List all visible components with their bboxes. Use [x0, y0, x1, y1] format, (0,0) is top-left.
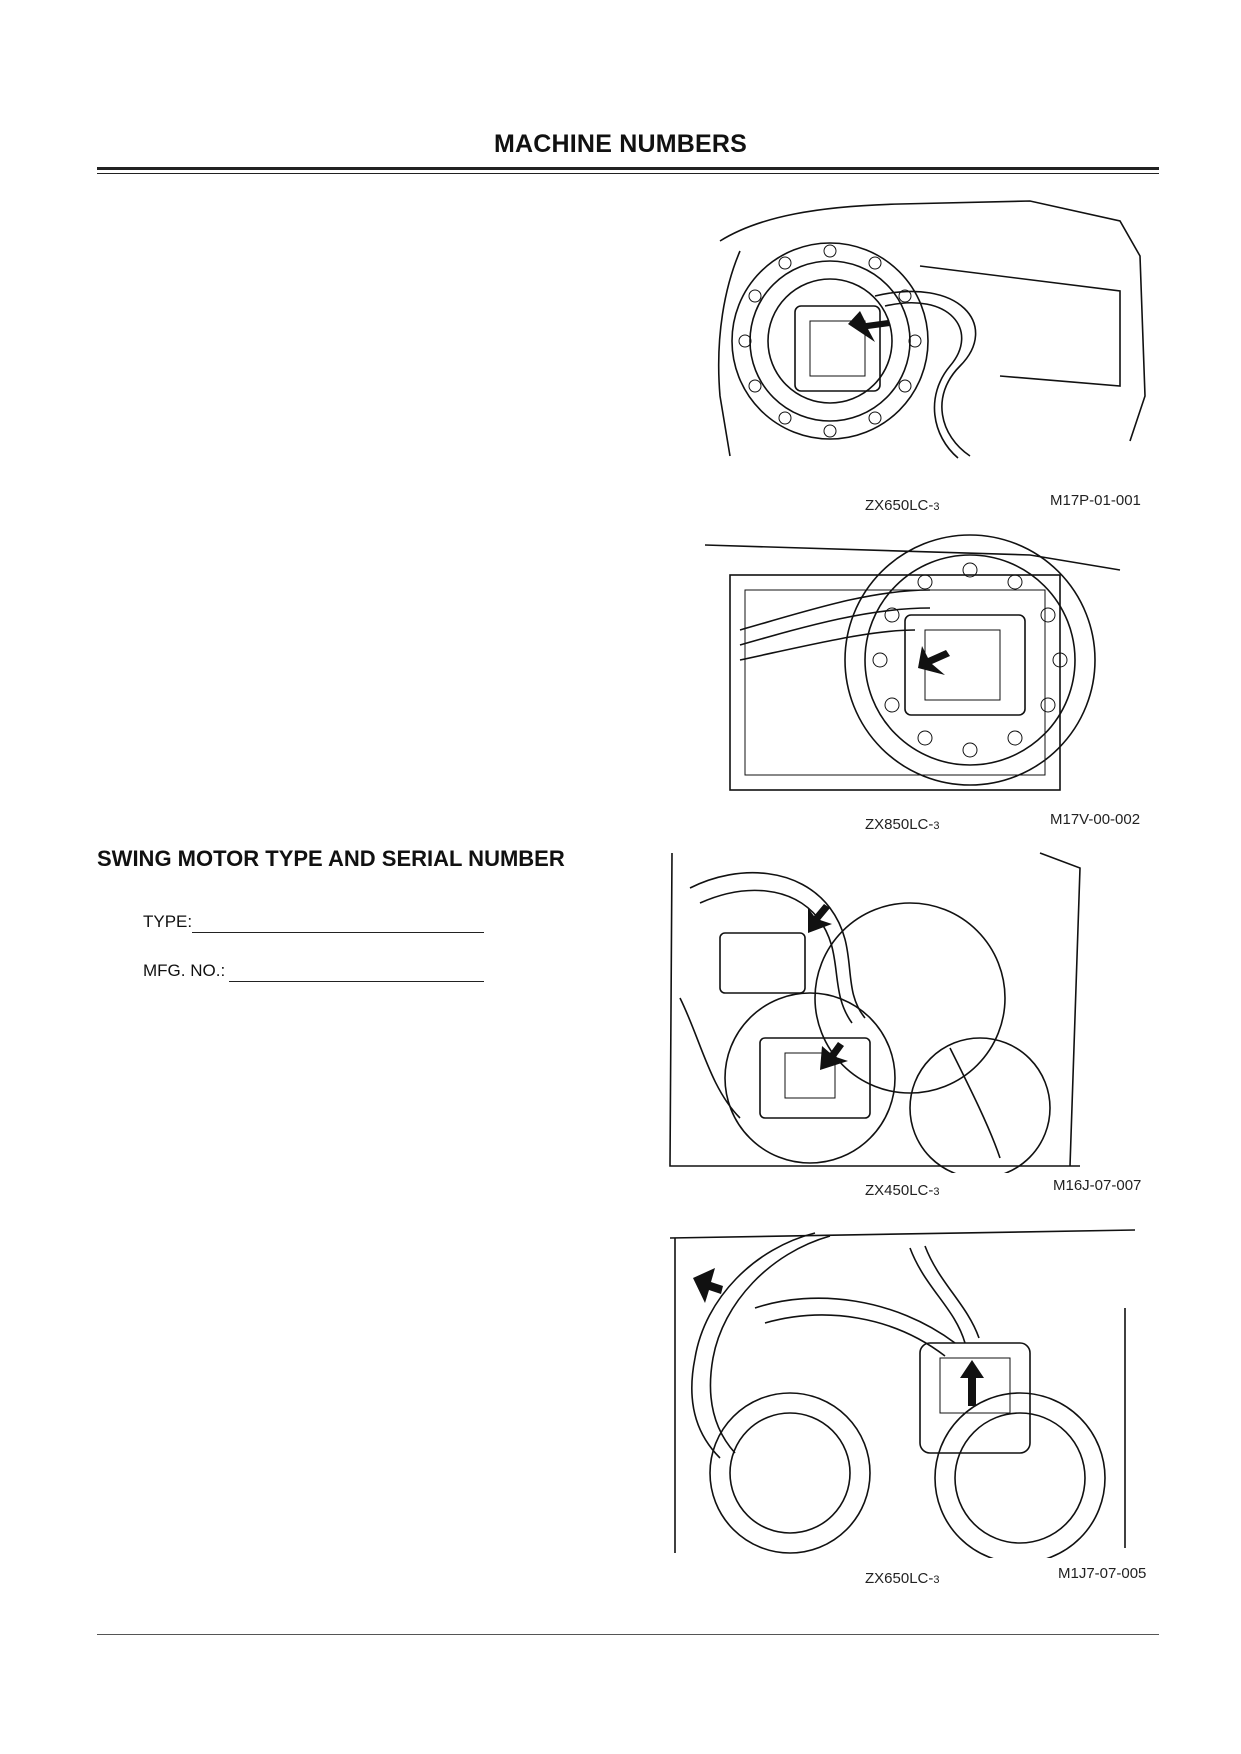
figure-4-code: M1J7-07-005	[1058, 1565, 1147, 1582]
swing-motor-illustration	[669, 852, 1081, 1173]
mfg-no-field-line	[229, 981, 484, 982]
header-rule	[97, 167, 1159, 170]
swing-motor-illustration	[669, 1229, 1136, 1558]
figure-4-model: ZX650LC-3	[865, 1570, 940, 1587]
page-title: MACHINE NUMBERS	[494, 130, 747, 158]
footer-rule	[97, 1634, 1159, 1635]
figure-3-code: M16J-07-007	[1053, 1177, 1142, 1194]
type-label: TYPE:	[143, 912, 193, 931]
travel-motor-illustration	[704, 534, 1121, 791]
figure-3-model: ZX450LC-3	[865, 1182, 940, 1199]
section-heading: SWING MOTOR TYPE AND SERIAL NUMBER	[97, 846, 565, 871]
type-field-line	[192, 932, 484, 933]
header-rule-thin	[97, 173, 1159, 174]
mfg-no-label: MFG. NO.:	[143, 961, 226, 980]
figure-2-model: ZX850LC-3	[865, 816, 940, 833]
figure-1-model: ZX650LC-3	[865, 497, 940, 514]
travel-motor-illustration	[717, 200, 1146, 459]
figure-2-code: M17V-00-002	[1050, 811, 1141, 828]
figure-1-code: M17P-01-001	[1050, 492, 1141, 509]
